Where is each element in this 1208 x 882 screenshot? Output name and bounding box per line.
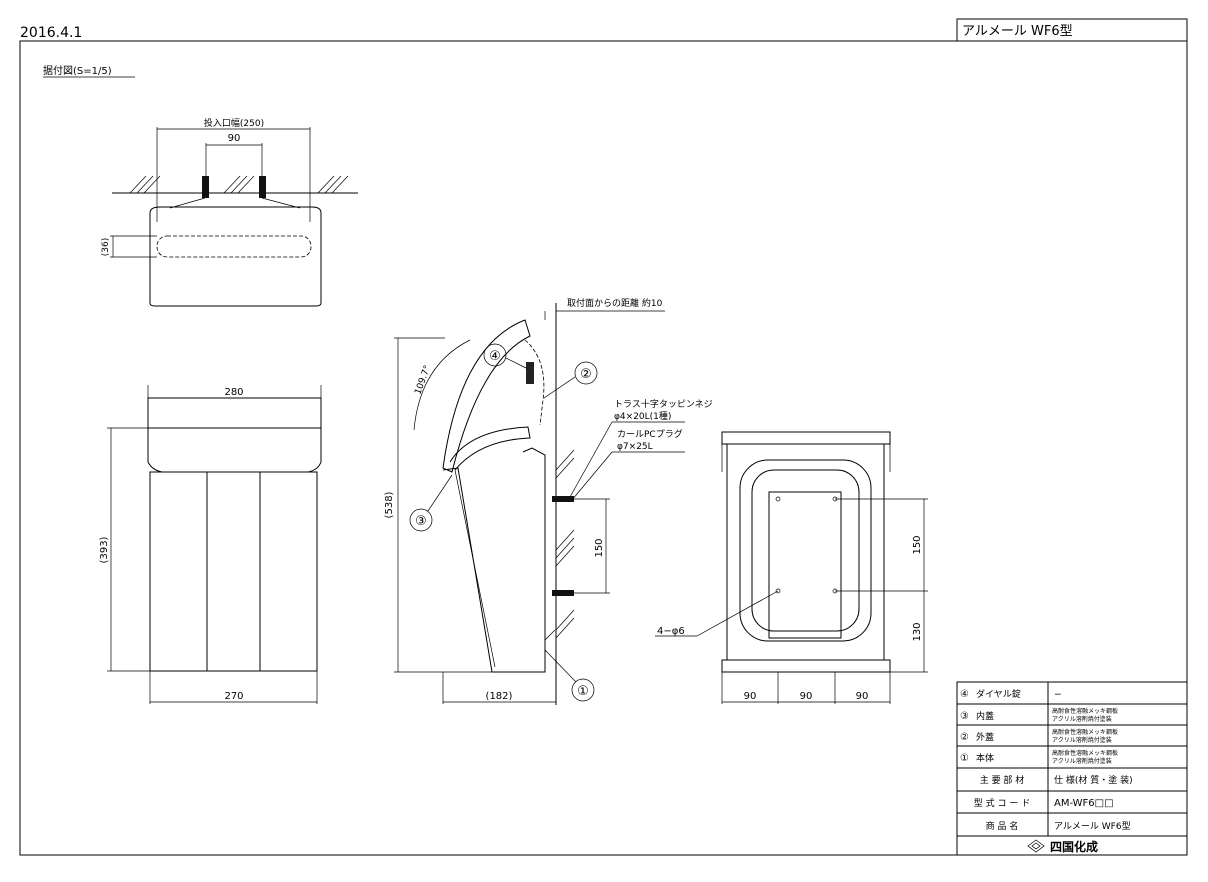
rear-dim-bottom-3: 90	[856, 691, 869, 702]
wall-gap-note: 取付面からの距離 約10	[567, 297, 663, 309]
rear-dim-bottom-2: 90	[800, 691, 813, 702]
top-view: 投入口幅(250) 90 (36)	[101, 117, 358, 307]
parts-row: ③ 内蓋 高耐食性溶融メッキ鋼板 アクリル溶剤焼付塗装	[960, 707, 1118, 723]
side-view: 取付面からの距離 約10 109.7° (538) (182) 1	[384, 297, 713, 705]
code-label: 型 式 コ ー ド	[974, 797, 1030, 809]
svg-text:内蓋: 内蓋	[976, 710, 994, 722]
svg-text:アクリル溶剤焼付塗装: アクリル溶剤焼付塗装	[1052, 715, 1112, 723]
parts-row: ① 本体 高耐食性溶融メッキ鋼板 アクリル溶剤焼付塗装	[960, 749, 1118, 765]
side-body	[442, 447, 546, 673]
svg-text:④: ④	[960, 689, 969, 700]
svg-text:④: ④	[489, 349, 501, 364]
screw-icon	[202, 176, 209, 198]
svg-text:アクリル溶剤焼付塗装: アクリル溶剤焼付塗装	[1052, 736, 1112, 744]
wall-screw-icon	[552, 590, 574, 596]
svg-text:②: ②	[960, 732, 969, 743]
drawing-date: 2016.4.1	[20, 25, 82, 41]
screw-name: トラス十字タッピンネジ	[614, 398, 713, 410]
svg-text:アクリル溶剤焼付塗装: アクリル溶剤焼付塗装	[1052, 757, 1112, 765]
company-name: 四国化成	[1050, 839, 1098, 854]
screw-size: φ4×20L(1種)	[614, 411, 671, 422]
svg-text:ダイヤル錠: ダイヤル錠	[976, 688, 1021, 700]
svg-text:②: ②	[580, 367, 592, 382]
plug-name: カールPCプラグ	[617, 428, 683, 440]
mail-slot-outline	[156, 235, 312, 258]
rear-view: 150 130 4−φ6 90 90 90	[655, 431, 928, 704]
header-title: アルメール WF6型	[962, 24, 1073, 39]
front-view: 280 (393) 270	[99, 385, 322, 704]
svg-text:③: ③	[960, 711, 969, 722]
side-depth-dim: (182)	[486, 691, 513, 702]
front-panel-right	[259, 471, 318, 672]
callout-4	[483, 343, 507, 367]
section-label: 据付図(S=1/5)	[43, 64, 112, 77]
wall-screw-icon	[552, 496, 574, 502]
svg-text:①: ①	[577, 684, 589, 699]
svg-text:③: ③	[415, 514, 427, 529]
company-logo-icon	[1027, 839, 1045, 853]
rear-mount-plate	[768, 491, 842, 639]
parts-row: ② 外蓋 高耐食性溶融メッキ鋼板 アクリル溶剤焼付塗装	[960, 728, 1118, 744]
top-pitch-dim: 90	[228, 133, 241, 144]
front-lid-top	[147, 397, 322, 429]
rear-outer-frame	[739, 459, 872, 642]
code-value: AM-WF6□□	[1054, 798, 1114, 809]
open-angle-dim: 109.7°	[413, 364, 433, 396]
header-main-parts: 主 要 部 材	[980, 774, 1025, 786]
plug-size: φ7×25L	[617, 442, 653, 452]
rear-dim-bottom-1: 90	[744, 691, 757, 702]
front-height-dim: (393)	[99, 536, 110, 563]
rear-dim-130: 130	[912, 622, 923, 641]
dial-lock-icon	[526, 362, 534, 384]
mount-hole	[775, 588, 781, 594]
mount-hole	[775, 496, 781, 502]
svg-text:高耐食性溶融メッキ鋼板: 高耐食性溶融メッキ鋼板	[1052, 749, 1118, 757]
title-block: ④ ダイヤル錠 − ③ 内蓋 高耐食性溶融メッキ鋼板 アクリル溶剤焼付塗装 ② …	[956, 681, 1188, 856]
product-value: アルメール WF6型	[1054, 821, 1131, 832]
side-height-dim: (538)	[384, 491, 395, 518]
callout-2	[574, 361, 598, 385]
side-pitch-dim: 150	[594, 538, 605, 557]
callout-3	[409, 508, 433, 532]
front-panel-center	[206, 471, 261, 672]
front-panel-left	[149, 471, 208, 672]
closed-lid-outline	[524, 339, 545, 426]
product-label: 商 品 名	[986, 820, 1019, 832]
slot-height-dim: (36)	[101, 238, 111, 256]
open-outer-lid	[442, 319, 531, 473]
top-width-dim: 投入口幅(250)	[204, 117, 264, 129]
holes-label: 4−φ6	[657, 626, 685, 637]
header-spec: 仕 様(材 質・塗 装)	[1054, 774, 1133, 786]
svg-text:本体: 本体	[976, 752, 994, 764]
header-title-box	[956, 18, 1188, 42]
rear-dim-150: 150	[912, 535, 923, 554]
screw-icon	[259, 176, 266, 198]
open-inner-lid	[449, 426, 531, 471]
svg-text:高耐食性溶融メッキ鋼板: 高耐食性溶融メッキ鋼板	[1052, 728, 1118, 736]
rear-bottom-rail	[721, 659, 891, 673]
parts-row: ④ ダイヤル錠 −	[960, 688, 1062, 700]
front-width-bottom-dim: 270	[224, 691, 243, 702]
svg-text:外蓋: 外蓋	[976, 731, 994, 743]
front-width-top-dim: 280	[224, 387, 243, 398]
rear-inner-frame	[751, 469, 860, 632]
callout-1	[571, 678, 595, 702]
rear-top-rail	[721, 431, 891, 445]
svg-text:①: ①	[960, 753, 969, 764]
svg-text:−: −	[1054, 690, 1062, 700]
sheet-border	[19, 40, 1188, 856]
svg-text:高耐食性溶融メッキ鋼板: 高耐食性溶融メッキ鋼板	[1052, 707, 1118, 715]
front-lid	[147, 428, 322, 473]
top-view-body	[149, 206, 322, 307]
